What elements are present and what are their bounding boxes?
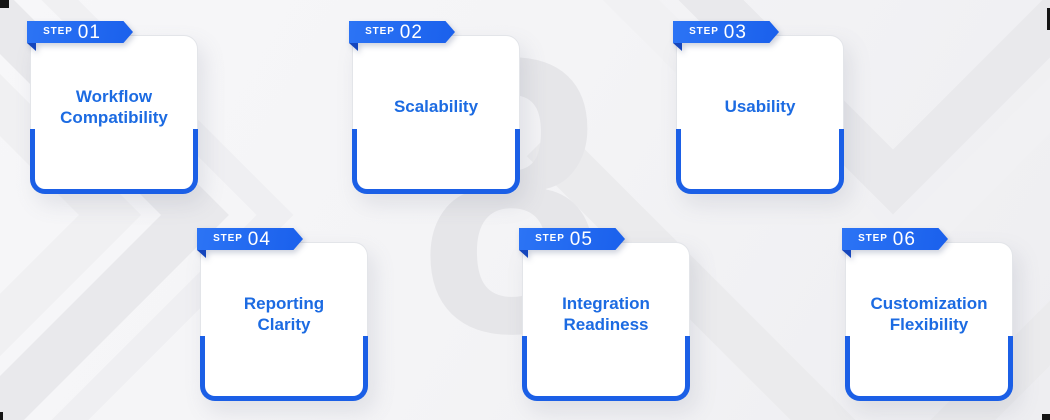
card-title: Workflow Compatibility (31, 36, 197, 193)
step-label: STEP (858, 233, 888, 244)
ribbon-fold (842, 250, 851, 258)
step-card-3: STEP 03 Usability (673, 21, 844, 194)
card-title: Scalability (353, 36, 519, 193)
step-number: 02 (399, 21, 423, 43)
step-label: STEP (689, 26, 719, 37)
step-label: STEP (365, 26, 395, 37)
card-title-line: Scalability (393, 97, 479, 116)
ribbon-fold (673, 43, 682, 51)
card-title: Reporting Clarity (201, 243, 367, 400)
step-card-4: STEP 04 Reporting Clarity (197, 228, 368, 401)
step-card-1: STEP 01 Workflow Compatibility (27, 21, 198, 194)
card-title-line: Customization (870, 293, 988, 313)
step-number: 04 (247, 228, 271, 250)
step-card-6: STEP 06 Customization Flexibility (842, 228, 1013, 401)
card-title-line: Integration (562, 293, 650, 313)
card-title-line: Readiness (563, 314, 649, 334)
step-badge: STEP 04 (197, 228, 303, 258)
card-title-line: Clarity (257, 314, 311, 334)
card-title-line: Workflow (75, 86, 153, 106)
card-title-line: Flexibility (889, 314, 969, 334)
corner-artifact-top-right (1047, 8, 1050, 30)
ribbon-fold (519, 250, 528, 258)
step-badge: STEP 06 (842, 228, 948, 258)
step-ribbon: STEP 01 (27, 21, 133, 43)
step-ribbon: STEP 06 (842, 228, 948, 250)
step-label: STEP (43, 26, 73, 37)
step-badge: STEP 01 (27, 21, 133, 51)
step-card-5: STEP 05 Integration Readiness (519, 228, 690, 401)
step-ribbon: STEP 04 (197, 228, 303, 250)
step-number: 01 (77, 21, 101, 43)
card-title: Integration Readiness (523, 243, 689, 400)
step-badge: STEP 05 (519, 228, 625, 258)
card-title: Customization Flexibility (846, 243, 1012, 400)
step-ribbon: STEP 03 (673, 21, 779, 43)
ribbon-fold (349, 43, 358, 51)
step-number: 03 (723, 21, 747, 43)
step-badge: STEP 03 (673, 21, 779, 51)
step-badge: STEP 02 (349, 21, 455, 51)
step-card-2: STEP 02 Scalability (349, 21, 520, 194)
corner-artifact-bottom-left (0, 412, 3, 420)
corner-artifact-bottom-right (1042, 414, 1050, 420)
card-title-line: Compatibility (60, 107, 168, 127)
ribbon-fold (27, 43, 36, 51)
step-label: STEP (213, 233, 243, 244)
step-ribbon: STEP 02 (349, 21, 455, 43)
step-label: STEP (535, 233, 565, 244)
step-number: 06 (892, 228, 916, 250)
card-title: Usability (677, 36, 843, 193)
card-title-line: Usability (724, 97, 796, 116)
step-number: 05 (569, 228, 593, 250)
card-title-line: Reporting (243, 293, 325, 313)
corner-artifact-top-left (0, 0, 9, 8)
step-ribbon: STEP 05 (519, 228, 625, 250)
ribbon-fold (197, 250, 206, 258)
